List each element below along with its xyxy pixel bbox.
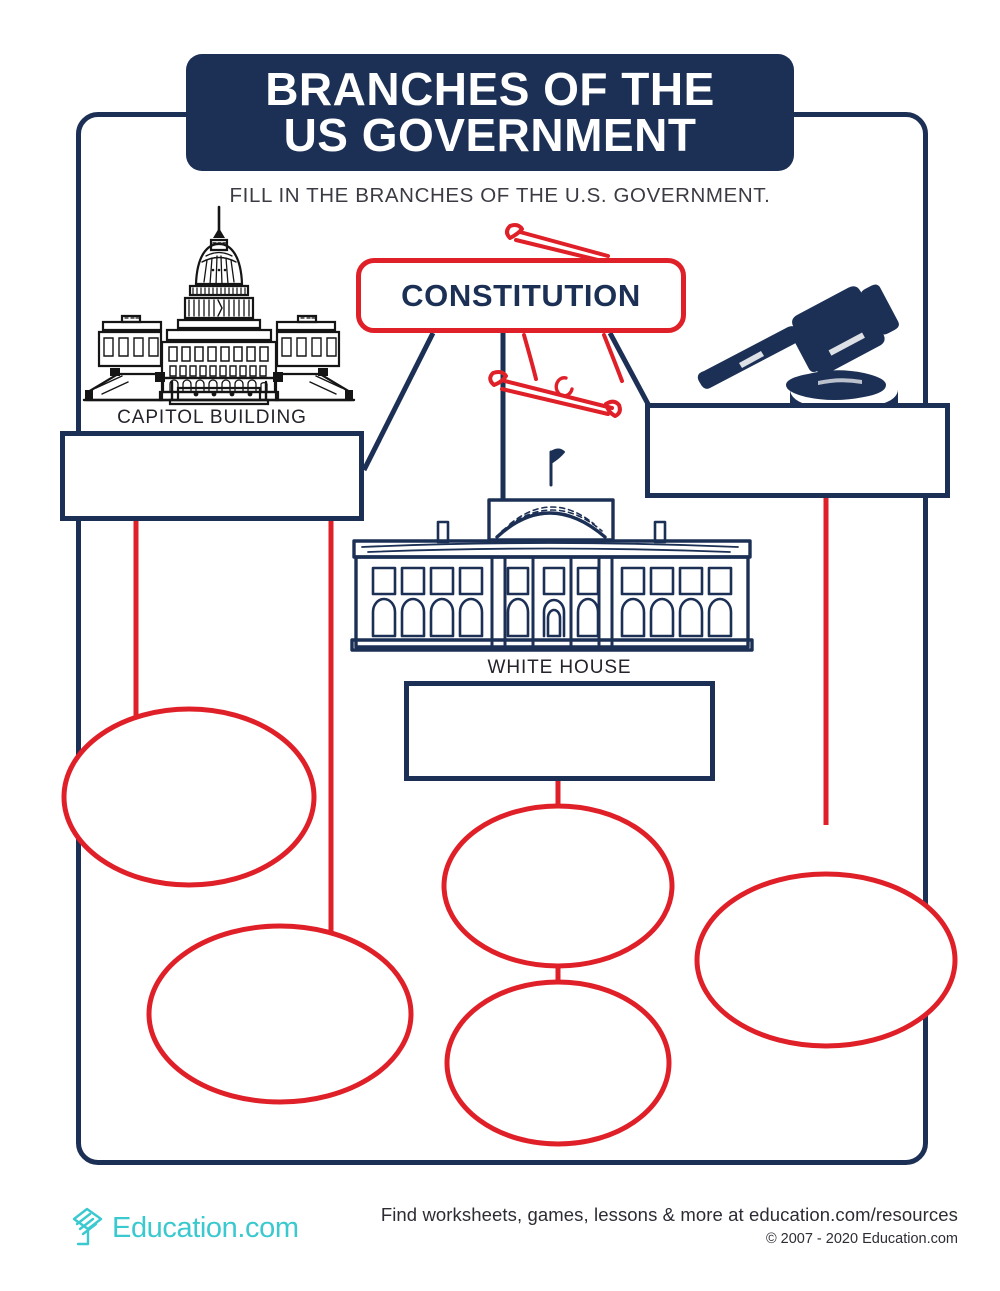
education-com-logo[interactable]: Education.com — [68, 1206, 299, 1250]
answer-ellipse-legislative-sub2[interactable] — [146, 923, 414, 1105]
answer-box-executive-branch[interactable] — [404, 681, 715, 781]
constitution-label: CONSTITUTION — [401, 277, 641, 313]
footer-text-block: Find worksheets, games, lessons & more a… — [381, 1204, 958, 1247]
footer-copyright-text: © 2007 - 2020 Education.com — [765, 1231, 958, 1247]
answer-ellipse-legislative-sub1[interactable] — [61, 706, 317, 888]
capitol-building-icon — [82, 205, 356, 406]
connector-constitution-to-legislative — [361, 331, 436, 472]
answer-ellipse-executive-sub1[interactable] — [441, 803, 675, 969]
capitol-building-caption: CAPITOL BUILDING — [117, 407, 307, 428]
answer-box-judicial-branch[interactable] — [645, 403, 950, 498]
education-logo-icon — [72, 1207, 103, 1246]
answer-box-legislative-branch[interactable] — [60, 431, 364, 521]
footer-promo-text: Find worksheets, games, lessons & more a… — [380, 1204, 958, 1225]
constitution-node[interactable]: CONSTITUTION — [356, 258, 686, 333]
page-footer: Education.com Find worksheets, games, le… — [0, 1196, 1000, 1276]
white-house-icon — [350, 448, 754, 652]
answer-ellipse-executive-sub2[interactable] — [444, 979, 672, 1147]
white-house-caption: WHITE HOUSE — [487, 657, 632, 678]
education-com-brand: Education.com — [112, 1211, 299, 1244]
answer-ellipse-judicial-sub1[interactable] — [694, 871, 958, 1049]
title-banner: BRANCHES OF THE US GOVERNMENT — [186, 54, 794, 171]
page-title: BRANCHES OF THE US GOVERNMENT — [265, 63, 715, 161]
instructions-text: FILL IN THE BRANCHES OF THE U.S. GOVERNM… — [229, 184, 771, 207]
